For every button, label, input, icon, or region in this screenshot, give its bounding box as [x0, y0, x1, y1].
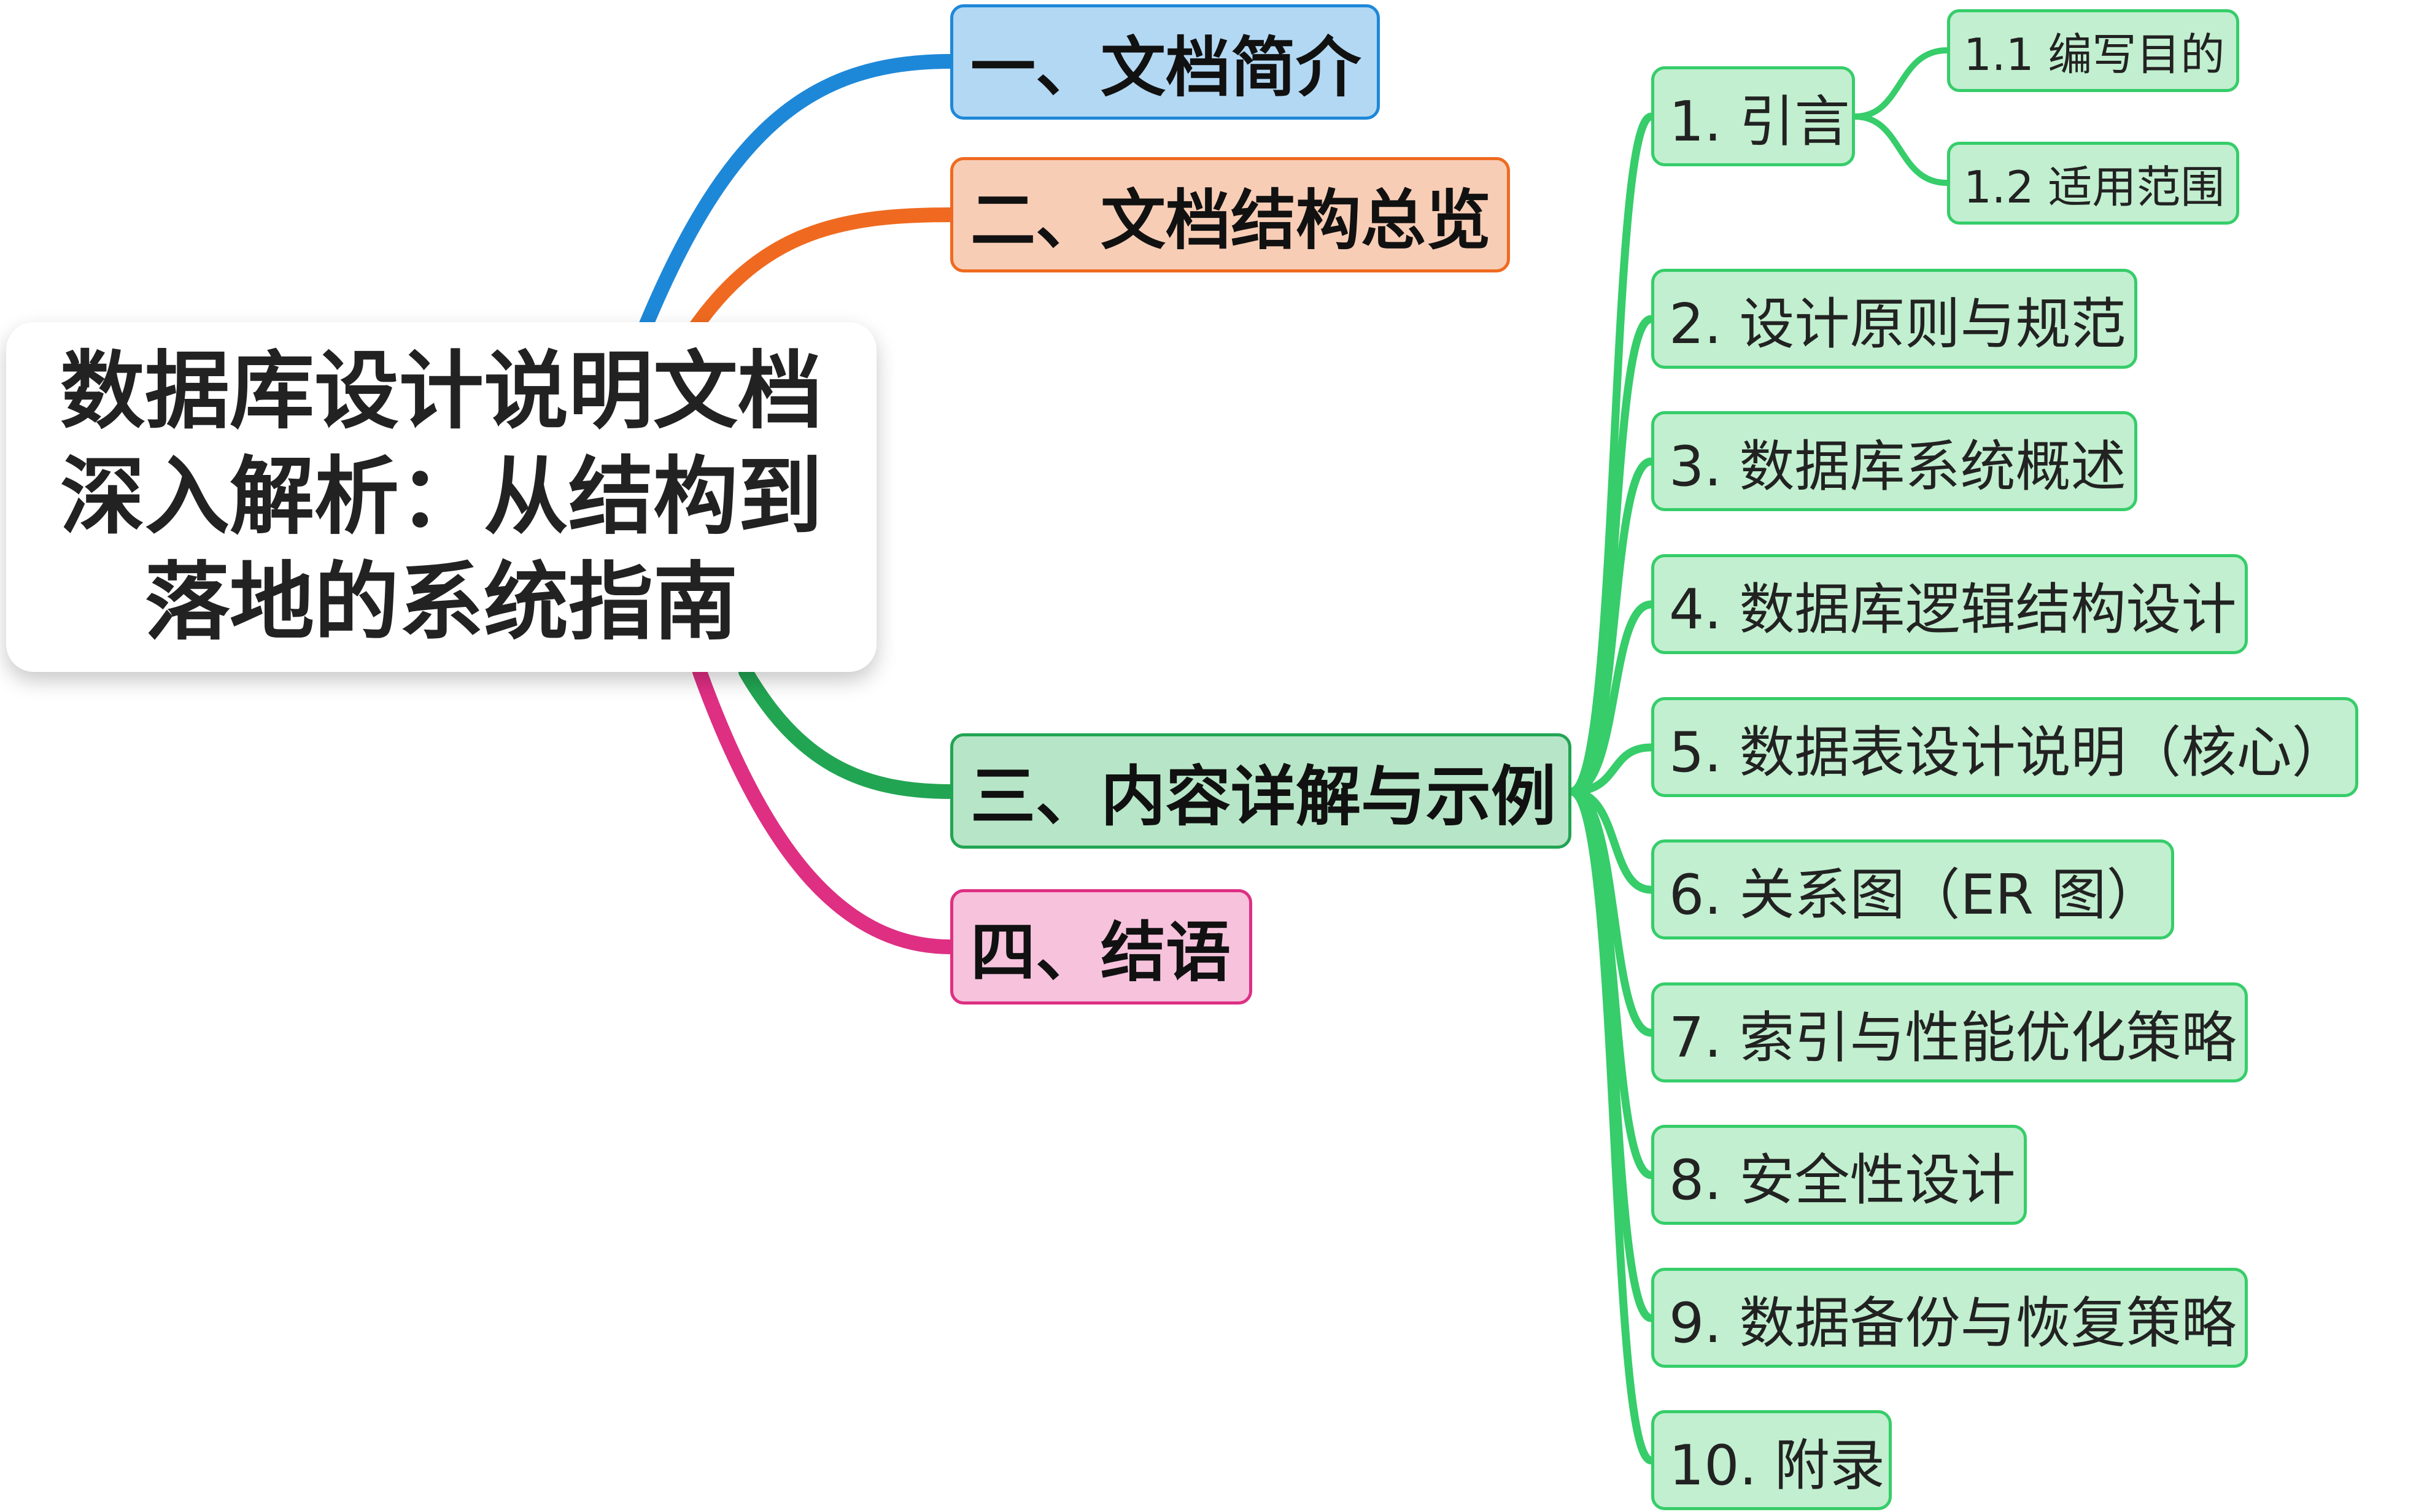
- connectors-intro-children: [1852, 47, 1950, 186]
- detail-er-diagram[interactable]: 6. 关系图（ER 图）: [1651, 839, 2174, 939]
- detail-table-design[interactable]: 5. 数据表设计说明（核心）: [1651, 697, 2358, 797]
- detail-label: 9. 数据备份与恢复策略: [1669, 1290, 2237, 1356]
- detail-label: 3. 数据库系统概述: [1669, 434, 2126, 499]
- detail-label: 6. 关系图（ER 图）: [1669, 862, 2162, 927]
- detail-system-overview[interactable]: 3. 数据库系统概述: [1651, 411, 2137, 511]
- detail-label: 4. 数据库逻辑结构设计: [1669, 577, 2237, 642]
- intro-purpose[interactable]: 1.1 编写目的: [1947, 9, 2239, 92]
- detail-introduction[interactable]: 1. 引言: [1651, 66, 1855, 166]
- intro-child-label: 1.2 适用范围: [1964, 161, 2225, 213]
- branch-label: 三、内容详解与示例: [970, 759, 1556, 835]
- detail-appendix[interactable]: 10. 附录: [1651, 1410, 1892, 1510]
- connectors-details-children: [1567, 112, 1655, 1465]
- detail-label: 2. 设计原则与规范: [1669, 291, 2126, 357]
- detail-label: 10. 附录: [1669, 1433, 1885, 1498]
- detail-backup-recovery[interactable]: 9. 数据备份与恢复策略: [1651, 1268, 2248, 1368]
- detail-label: 7. 索引与性能优化策略: [1669, 1005, 2237, 1070]
- connector-root-to-conclusion: [692, 665, 958, 954]
- detail-design-principles[interactable]: 2. 设计原则与规范: [1651, 269, 2137, 369]
- detail-index-performance[interactable]: 7. 索引与性能优化策略: [1651, 982, 2248, 1082]
- connector-root-to-details: [738, 665, 958, 799]
- branch-label: 四、结语: [970, 915, 1231, 990]
- branch-conclusion[interactable]: 四、结语: [950, 889, 1252, 1005]
- branch-content-details[interactable]: 三、内容详解与示例: [950, 733, 1571, 849]
- root-title: 数据库设计说明文档 深入解析：从结构到 落地的系统指南: [60, 342, 823, 652]
- detail-logical-structure[interactable]: 4. 数据库逻辑结构设计: [1651, 554, 2248, 654]
- branch-label: 一、文档简介: [970, 30, 1361, 106]
- detail-label: 8. 安全性设计: [1669, 1148, 2016, 1213]
- connector-root-to-intro: [631, 54, 958, 351]
- branch-structure-overview[interactable]: 二、文档结构总览: [950, 157, 1510, 272]
- detail-label: 1. 引言: [1669, 89, 1850, 154]
- connector-root-to-overview: [677, 207, 958, 351]
- intro-child-label: 1.1 编写目的: [1964, 29, 2225, 80]
- root-topic[interactable]: 数据库设计说明文档 深入解析：从结构到 落地的系统指南: [6, 322, 877, 672]
- branch-document-intro[interactable]: 一、文档简介: [950, 4, 1380, 120]
- branch-label: 二、文档结构总览: [970, 183, 1491, 258]
- intro-scope[interactable]: 1.2 适用范围: [1947, 142, 2239, 225]
- detail-security-design[interactable]: 8. 安全性设计: [1651, 1125, 2027, 1225]
- detail-label: 5. 数据表设计说明（核心）: [1669, 720, 2347, 785]
